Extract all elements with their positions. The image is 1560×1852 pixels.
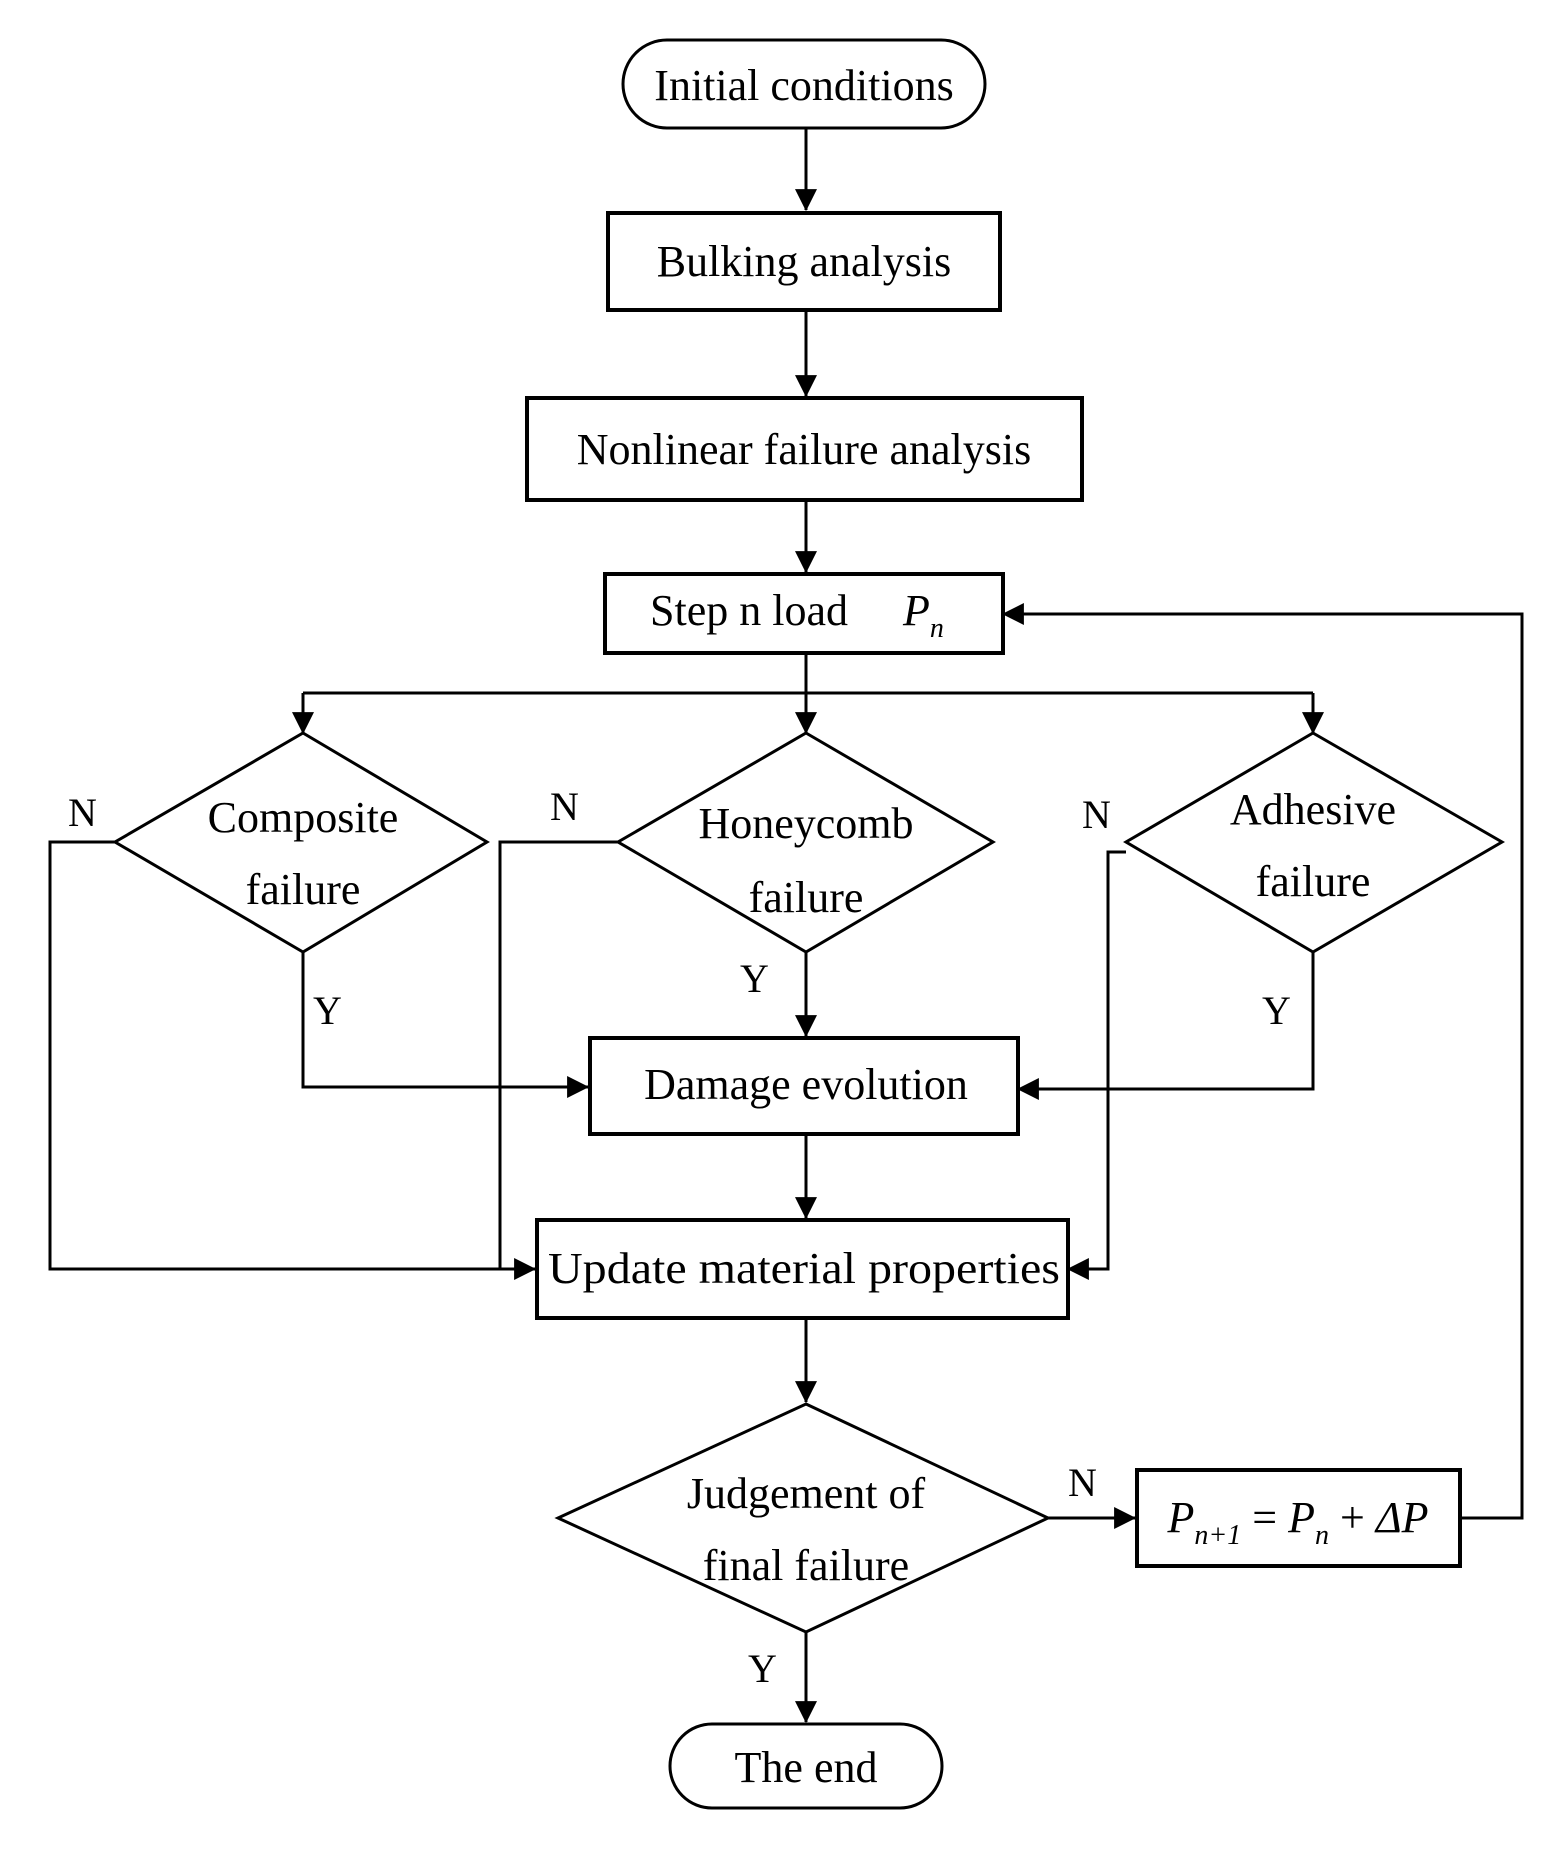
node-damage-evolution-label: Damage evolution: [644, 1060, 968, 1109]
edges: [48, 128, 1524, 1724]
node-damage-evolution: Damage evolution: [588, 1036, 1020, 1136]
node-honeycomb-failure-line2: failure: [749, 873, 864, 922]
label-adhesive-no: N: [1082, 792, 1111, 837]
label-adhesive-yes: Y: [1262, 988, 1291, 1033]
node-load-increment: Pn+1 = Pn + ΔP: [1135, 1468, 1462, 1568]
node-adhesive-failure-line1: Adhesive: [1230, 785, 1396, 834]
node-judgement-line2: final failure: [703, 1541, 909, 1590]
node-composite-failure-line1: Composite: [208, 793, 399, 842]
increment-rhs: P: [1287, 1493, 1315, 1542]
node-step-n-load-label: Step n load: [650, 586, 848, 635]
node-bulking-analysis: Bulking analysis: [606, 211, 1002, 312]
edge-honeycomb-no: [498, 840, 618, 1269]
node-judgement-line1: Judgement of: [687, 1469, 926, 1518]
edge-composite-yes: [301, 952, 590, 1098]
node-step-subscript: n: [930, 613, 944, 644]
branch-labels: N N N Y Y Y N Y: [68, 784, 1291, 1691]
label-composite-yes: Y: [313, 988, 342, 1033]
label-honeycomb-no: N: [550, 784, 579, 829]
edge-composite-no: [48, 840, 537, 1280]
increment-lhs-sub: n+1: [1194, 1520, 1241, 1551]
node-honeycomb-failure-line1: Honeycomb: [698, 799, 913, 848]
edge-adhesive-no: [1066, 850, 1126, 1280]
node-initial-conditions-label: Initial conditions: [654, 61, 953, 110]
label-judgement-no: N: [1068, 1460, 1097, 1505]
increment-plus: +: [1329, 1493, 1376, 1542]
node-the-end: The end: [668, 1722, 944, 1810]
node-update-material-properties-label: Update material properties: [548, 1244, 1060, 1293]
node-adhesive-failure-line2: failure: [1256, 857, 1371, 906]
edge-adhesive-yes: [1016, 952, 1315, 1100]
node-initial-conditions: Initial conditions: [621, 38, 987, 130]
node-composite-failure: Composite failure: [112, 731, 490, 954]
node-step-n-load-symbol: Pn: [902, 586, 944, 644]
increment-eq: =: [1241, 1493, 1288, 1542]
node-honeycomb-failure: Honeycomb failure: [615, 731, 996, 954]
node-composite-failure-line2: failure: [246, 865, 361, 914]
node-nonlinear-failure-analysis: Nonlinear failure analysis: [525, 396, 1084, 502]
node-adhesive-failure: Adhesive failure: [1123, 731, 1505, 954]
node-update-material-properties: Update material properties: [535, 1218, 1070, 1320]
increment-lhs: P: [1166, 1493, 1194, 1542]
node-step-n-load-text: Step n load: [650, 586, 848, 635]
increment-rhs-sub: n: [1315, 1520, 1329, 1551]
label-honeycomb-yes: Y: [740, 956, 769, 1001]
label-judgement-yes: Y: [748, 1646, 777, 1691]
node-step-symbol: P: [902, 586, 930, 635]
node-step-n-load: Step n load Pn: [603, 572, 1005, 655]
node-nonlinear-failure-analysis-label: Nonlinear failure analysis: [577, 425, 1032, 474]
node-bulking-analysis-label: Bulking analysis: [657, 237, 952, 286]
edge-increment-loop: [1001, 603, 1524, 1520]
increment-delta: ΔP: [1374, 1493, 1429, 1542]
node-the-end-label: The end: [735, 1743, 878, 1792]
label-composite-no: N: [68, 790, 97, 835]
node-load-increment-formula: Pn+1 = Pn + ΔP: [1166, 1493, 1428, 1551]
node-judgement-final-failure: Judgement of final failure: [554, 1402, 1052, 1634]
